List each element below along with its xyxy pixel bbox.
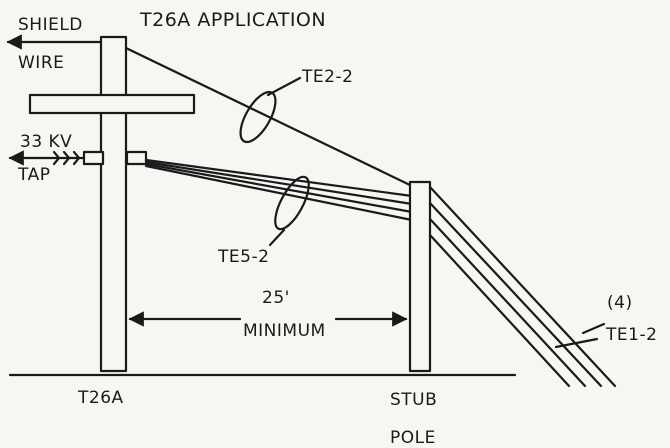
te1-label: TE1-2	[605, 325, 657, 345]
te2-label: TE2-2	[301, 67, 353, 87]
shield-label-1: SHIELD	[18, 15, 83, 35]
te5-callout-ellipse	[274, 175, 310, 231]
pole-stub	[408, 180, 432, 373]
guy-te1-1	[428, 185, 617, 388]
guy-te1-3	[428, 217, 587, 388]
diagram-title: T26A APPLICATION	[139, 9, 326, 31]
te2-callout-ellipse	[239, 90, 277, 144]
crossarm	[28, 93, 196, 115]
guy-te5-1	[144, 158, 414, 198]
guy-te2	[124, 46, 414, 188]
tap-insulator-marks	[52, 150, 81, 166]
te1-bracket	[554, 337, 599, 349]
pole-t26a	[99, 35, 128, 373]
pole-right-label-1: STUB	[390, 390, 437, 410]
distance-label: 25'	[262, 288, 290, 308]
insulator-right	[125, 150, 148, 166]
guy-te5-3	[144, 162, 414, 214]
te5-leader	[268, 228, 286, 247]
distance-note: MINIMUM	[243, 321, 326, 341]
insulator-left	[82, 150, 105, 166]
shield-label-2: WIRE	[18, 53, 64, 73]
guy-te5-2	[144, 160, 414, 206]
kv-label-1: 33 KV	[20, 132, 72, 152]
pole-left-label: T26A	[77, 388, 124, 408]
kv-label-2: TAP	[17, 165, 50, 185]
te1-count-label: (4)	[607, 293, 633, 313]
guy-te5-4	[144, 164, 414, 222]
te2-leader	[266, 76, 302, 97]
pole-right-label-2: POLE	[390, 428, 436, 448]
te5-label: TE5-2	[217, 247, 269, 267]
guy-te1-2	[428, 201, 603, 388]
guy-te1-4	[428, 233, 571, 388]
te1-leader	[581, 322, 606, 335]
